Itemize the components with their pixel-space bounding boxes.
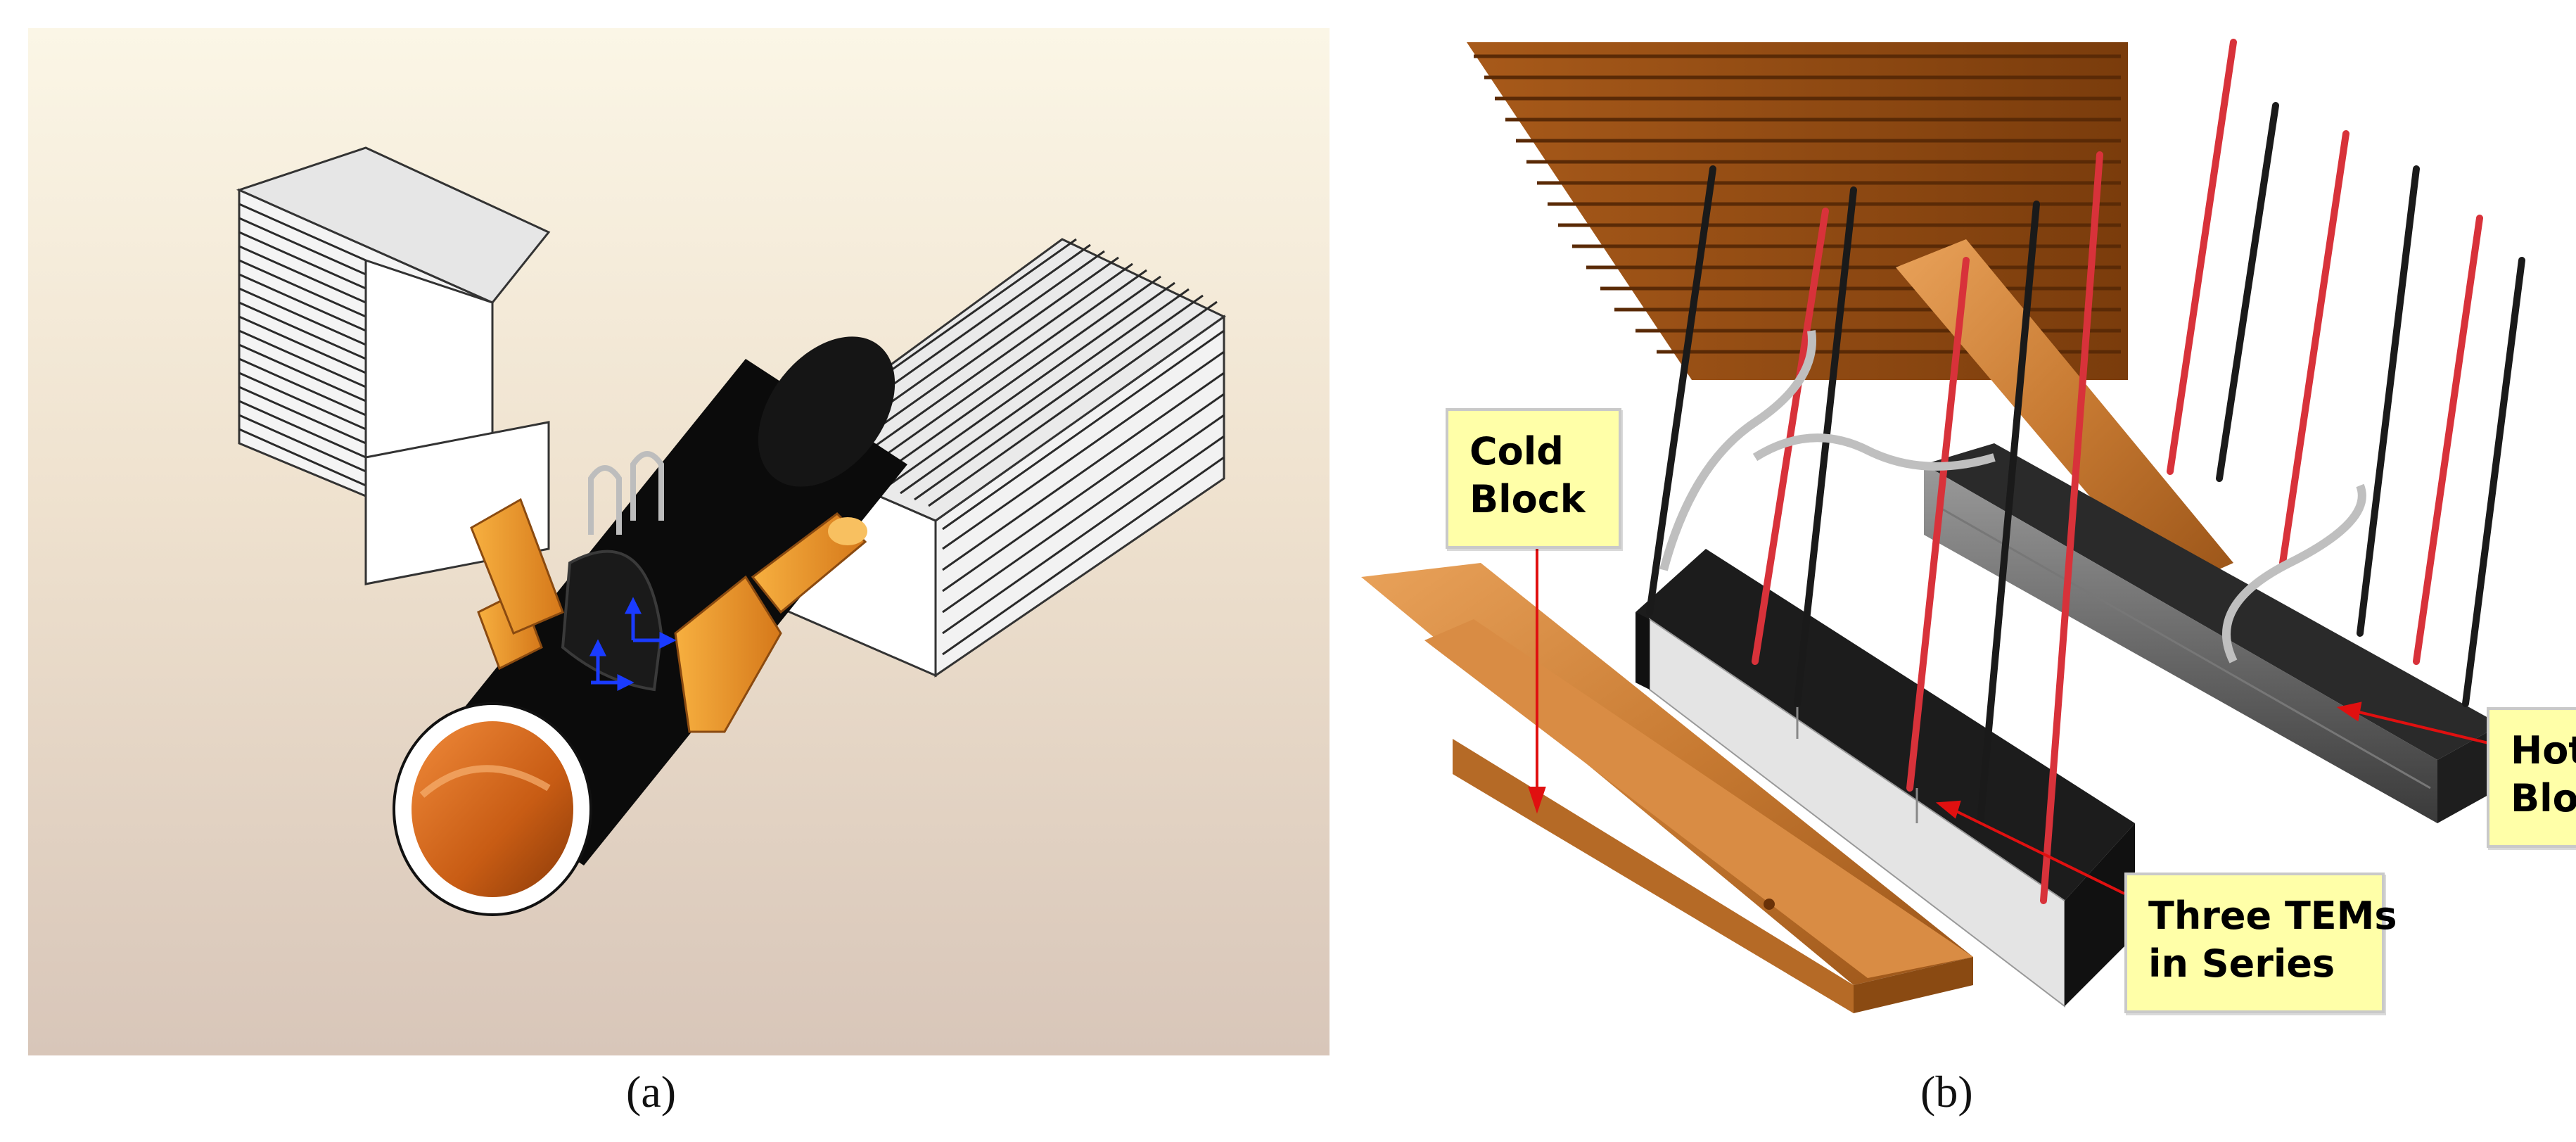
hot-block [1924,443,2501,823]
cold-block [1361,563,1973,1013]
left-heatsink [236,146,551,585]
pipe-heatsink-render [236,146,1226,916]
callout-hot-block: Hot Block [2487,707,2576,848]
callout-hot-line1: Hot [2511,728,2576,773]
connector-tubes [1659,330,2366,664]
panel-b-label: (b) [1920,1067,1973,1117]
right-heatsink [772,238,1226,678]
annotation-arrows [1528,521,2516,895]
callout-tems-line1: Three TEMs [2148,894,2397,938]
callout-three-tems: Three TEMs in Series [2124,873,2397,1013]
panel-a-render [28,28,1330,1055]
pipe-clamps [470,451,867,733]
callout-cold-line1: Cold [1469,429,1564,474]
callout-cold-block: Cold Block [1446,408,1621,549]
callout-tems-line2: in Series [2148,941,2335,986]
pipe [393,336,907,916]
exploded-assembly-render [1361,39,2525,1013]
coordinate-axes [589,597,677,692]
callout-hot-line2: Block [2511,775,2576,820]
panel-a-label: (a) [626,1067,677,1117]
callout-cold-line2: Block [1469,476,1586,521]
probe-rods [1646,39,2525,904]
panel-b-render: Cold Block Hot Block Three TEMs in Serie… [1361,28,2576,1055]
